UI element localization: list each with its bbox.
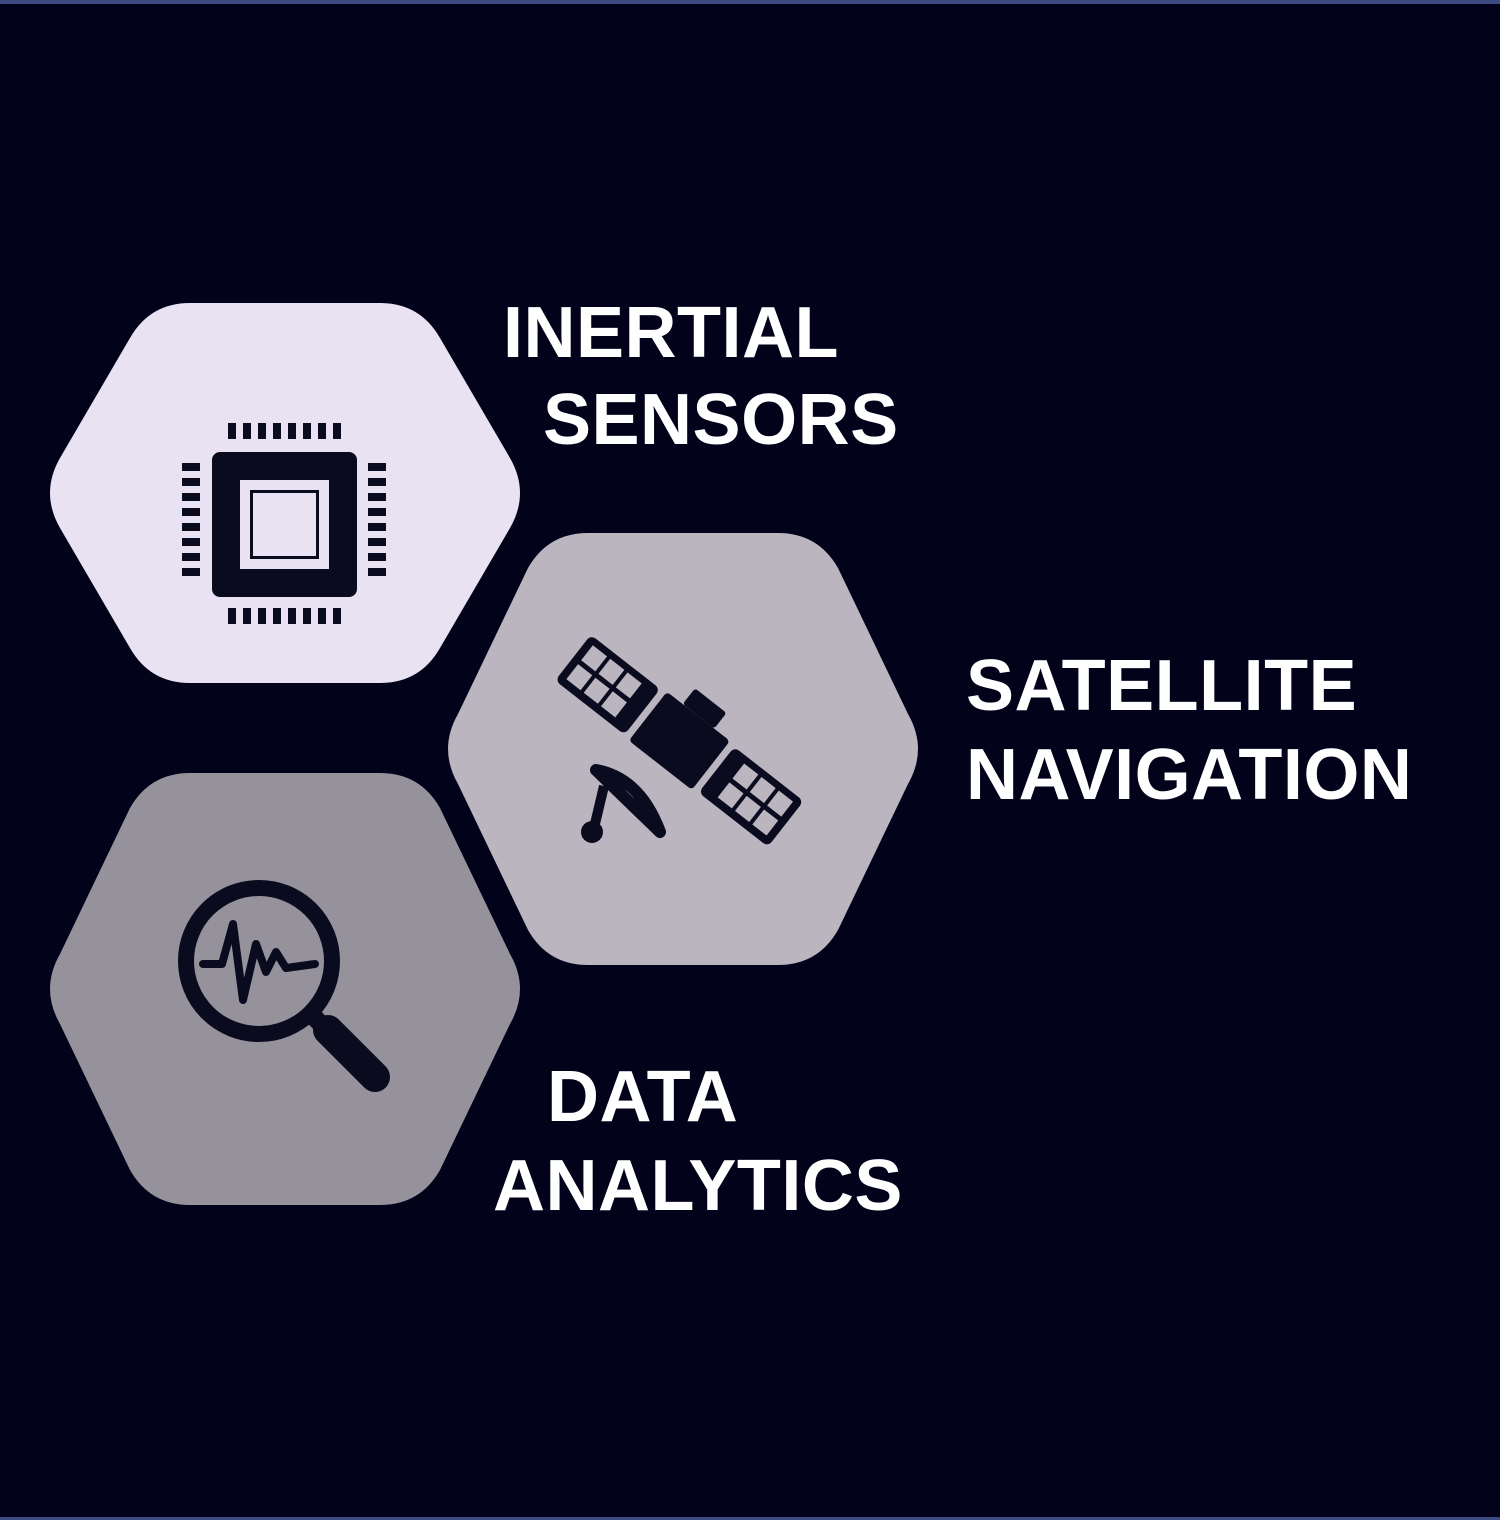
chip-pin	[182, 553, 200, 561]
chip-pin	[243, 423, 251, 439]
chip-pin	[318, 423, 326, 439]
chip-pin	[243, 608, 251, 624]
chip-pin	[182, 568, 200, 576]
chip-pin	[303, 423, 311, 439]
chip-pin	[333, 608, 341, 624]
chip-pin	[368, 553, 386, 561]
chip-pin	[258, 423, 266, 439]
chip-pin	[288, 423, 296, 439]
chip-pin	[303, 608, 311, 624]
chip-pin	[182, 508, 200, 516]
top-border	[0, 0, 1500, 4]
label-satellite-line-2: NAVIGATION	[966, 735, 1413, 815]
chip-pin	[182, 523, 200, 531]
chip-pin	[182, 478, 200, 486]
hex-data-shape	[50, 773, 520, 1205]
label-inertial-line-1: INERTIAL	[503, 293, 839, 373]
chip-pin	[258, 608, 266, 624]
chip-pin	[368, 478, 386, 486]
chip-pin	[288, 608, 296, 624]
hex-data	[50, 773, 520, 1205]
chip-pin	[333, 423, 341, 439]
chip-pin	[273, 608, 281, 624]
chip-pin	[368, 463, 386, 471]
chip-pin	[368, 523, 386, 531]
chip-pin	[368, 493, 386, 501]
chip-pin	[273, 423, 281, 439]
chip-pin	[228, 423, 236, 439]
chip-pin	[368, 538, 386, 546]
chip-pin	[182, 538, 200, 546]
magnifier-pulse-icon	[178, 880, 390, 1092]
label-data-line-1: DATA	[547, 1057, 739, 1137]
chip-pin	[182, 493, 200, 501]
chip-pin	[368, 508, 386, 516]
label-satellite-line-1: SATELLITE	[966, 646, 1358, 726]
label-data-line-2: ANALYTICS	[493, 1146, 903, 1226]
chip-pin	[368, 568, 386, 576]
cpu-chip-icon	[182, 423, 386, 624]
chip-pin	[228, 608, 236, 624]
bottom-border	[0, 1517, 1500, 1520]
satellite-icon	[557, 637, 802, 845]
label-inertial-line-2: SENSORS	[543, 380, 899, 460]
chip-pin	[318, 608, 326, 624]
chip-pin	[182, 463, 200, 471]
